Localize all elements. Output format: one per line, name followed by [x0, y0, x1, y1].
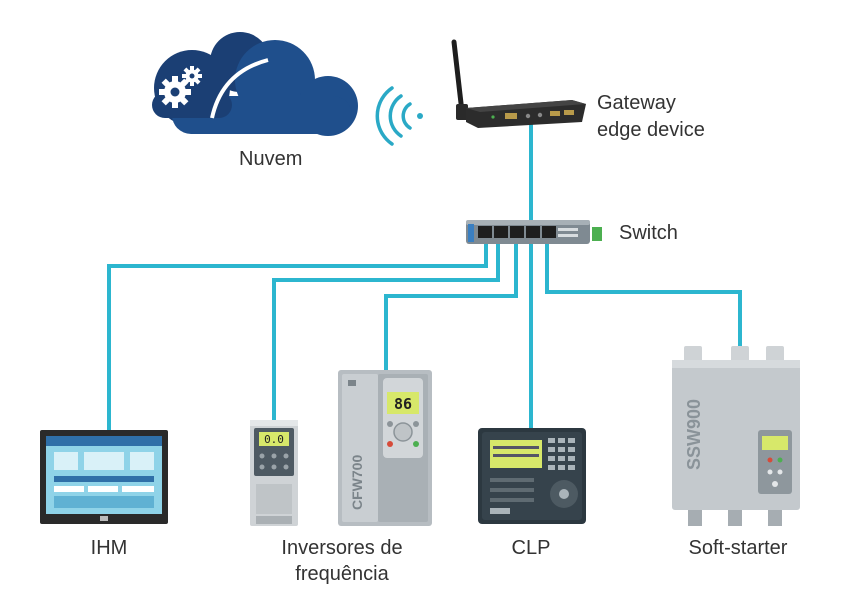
softstarter-device: SSW900: [672, 346, 800, 526]
inverters-label-line2: frequência: [295, 563, 389, 585]
hmi-label: IHM: [90, 537, 128, 559]
softstarter-label: Soft-starter: [688, 537, 788, 559]
link-switch-inverter-cfw700: [384, 244, 518, 374]
gateway-device: [451, 39, 586, 128]
plc-device: [478, 428, 586, 524]
hmi-device: [40, 430, 168, 524]
gateway-label-line1: Gateway: [597, 92, 676, 114]
gears-icon: [159, 66, 202, 108]
link-switch-hmi: [107, 244, 488, 430]
small-drive-display: 0.0: [264, 433, 284, 446]
gateway-label-line2: edge device: [597, 119, 705, 141]
switch-label: Switch: [619, 222, 678, 244]
plc-keypad: [548, 438, 575, 470]
cfw700-model-text: CFW700: [349, 455, 365, 510]
cloud-label: Nuvem: [239, 148, 303, 170]
softstarter-model-text: SSW900: [684, 399, 704, 470]
connection-lines: [107, 118, 742, 430]
inverter-cfw700-device: 86 CFW700: [338, 370, 432, 526]
cloud-node: [152, 32, 358, 136]
wifi-icon: [375, 86, 423, 146]
inverter-small-device: 0.0: [250, 420, 298, 526]
cfw700-display: 86: [394, 395, 412, 413]
plc-label: CLP: [511, 537, 551, 559]
network-switch: [466, 220, 602, 244]
link-switch-softstarter: [545, 244, 742, 352]
inverters-label-line1: Inversores de: [281, 537, 403, 559]
link-switch-inverter-small: [272, 244, 500, 420]
